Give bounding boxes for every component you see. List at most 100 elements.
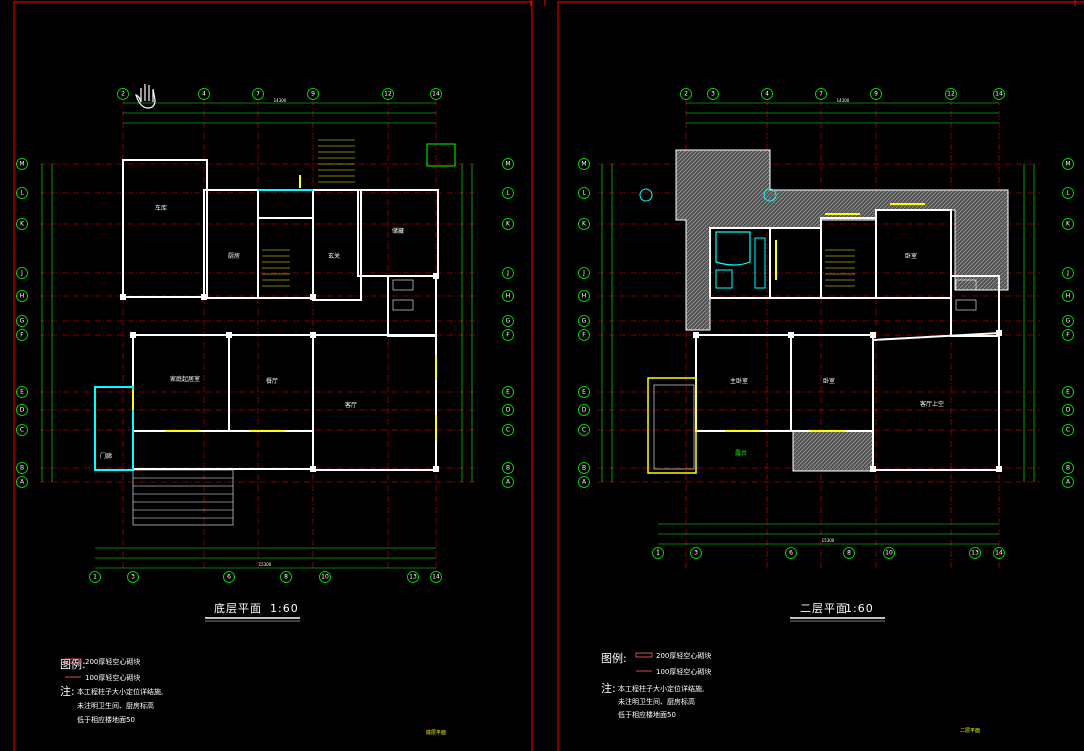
bottom-axis-0-label: 1 <box>656 550 660 557</box>
legend-item-200: 200厚轻空心砌块 <box>85 657 140 666</box>
left-axis-11-label: A <box>582 479 587 486</box>
left-axis-4-bubble <box>578 290 590 302</box>
right-axis-7-label: E <box>506 389 510 396</box>
bottom-axis-5-label: 13 <box>971 550 979 557</box>
bottom-axis-0-bubble <box>652 547 664 559</box>
right-axis-11-bubble <box>502 476 514 488</box>
right-axis-6-bubble <box>502 329 514 341</box>
left-axis-10-bubble <box>16 462 28 474</box>
top-axis-5-bubble <box>945 88 957 100</box>
legend-label-second: 图例: <box>601 651 627 665</box>
left-axis-2-label: K <box>20 221 25 228</box>
left-axis-8-bubble <box>578 404 590 416</box>
right-axis-11-label: A <box>1066 479 1071 486</box>
overall-dimension-top: 14300 <box>274 98 287 103</box>
left-axis-4-label: H <box>582 293 587 300</box>
right-axis-8-bubble <box>502 404 514 416</box>
note-line-2: 未注明卫生间、厨房标高 <box>77 701 154 710</box>
bottom-axis-6-label: 14 <box>995 550 1003 557</box>
bottom-axis-3-label: 8 <box>284 574 288 581</box>
room-label-void: 客厅上空 <box>920 400 944 408</box>
right-axis-3-label: J <box>1066 270 1069 277</box>
top-axis-4-bubble <box>870 88 882 100</box>
ground-floor-plan: 14300 15300 <box>40 84 480 570</box>
left-axis-3-bubble <box>578 267 590 279</box>
bottom-axis-2-bubble <box>785 547 797 559</box>
top-axis-4-label: 12 <box>384 91 392 98</box>
left-axis-9-label: C <box>20 427 24 434</box>
top-axis-5-bubble <box>430 88 442 100</box>
left-axis-9-bubble <box>578 424 590 436</box>
bottom-axis-3-label: 8 <box>847 550 851 557</box>
top-axis-2-label: 4 <box>765 91 769 98</box>
left-axis-10-bubble <box>578 462 590 474</box>
left-axis-6-label: F <box>20 332 24 339</box>
room-label-master: 主卧室 <box>730 377 748 385</box>
bottom-axis-2-bubble <box>223 571 235 583</box>
right-axis-11-label: A <box>506 479 511 486</box>
bottom-axis-4-bubble <box>883 547 895 559</box>
right-axis-1-bubble <box>502 187 514 199</box>
right-axis-3-bubble <box>502 267 514 279</box>
right-axis-4-label: H <box>506 293 511 300</box>
left-axis-6-bubble <box>578 329 590 341</box>
room-label-porch: 门廊 <box>100 452 112 460</box>
bottom-axis-0-bubble <box>89 571 101 583</box>
room-label-bedroom: 卧室 <box>823 377 835 385</box>
bottom-axis-3-bubble <box>280 571 292 583</box>
right-axis-10-label: B <box>506 465 510 472</box>
right-axis-9-bubble <box>1062 424 1074 436</box>
right-axis-11-bubble <box>1062 476 1074 488</box>
right-axis-7-label: E <box>1066 389 1070 396</box>
left-axis-2-bubble <box>578 218 590 230</box>
top-axis-1-bubble <box>198 88 210 100</box>
bottom-axis-4-bubble <box>319 571 331 583</box>
overall-dimension-top-2: 14300 <box>837 98 850 103</box>
right-axis-0-label: M <box>1065 161 1070 168</box>
right-axis-2-label: K <box>506 221 511 228</box>
bottom-axis-1-bubble <box>127 571 139 583</box>
left-axis-3-bubble <box>16 267 28 279</box>
left-axis-8-label: D <box>20 407 25 414</box>
left-axis-6-label: F <box>582 332 586 339</box>
room-label-storage: 储藏 <box>392 227 404 235</box>
legend-label-ground: 图例: <box>60 657 86 671</box>
room-label-terrace: 露台 <box>735 449 747 457</box>
right-axis-10-label: B <box>1066 465 1070 472</box>
bottom-axis-3-bubble <box>843 547 855 559</box>
left-axis-5-bubble <box>16 315 28 327</box>
grate-icon <box>426 143 456 167</box>
bottom-axis-1-label: 3 <box>694 550 698 557</box>
left-axis-5-bubble <box>578 315 590 327</box>
sheet-title-ground: 底层平面 <box>214 601 262 615</box>
pan-hand-icon[interactable] <box>135 84 156 109</box>
room-label-garage: 车库 <box>155 204 167 212</box>
note-line-1-2: 本工程柱子大小定位详结施, <box>618 684 704 693</box>
left-axis-11-label: A <box>20 479 25 486</box>
bottom-axis-5-bubble <box>407 571 419 583</box>
left-axis-9-bubble <box>16 424 28 436</box>
right-axis-2-bubble <box>1062 218 1074 230</box>
top-axis-2-label: 7 <box>256 91 260 98</box>
legend-item-200-2: 200厚轻空心砌块 <box>656 651 711 660</box>
right-axis-7-bubble <box>502 386 514 398</box>
right-axis-4-label: H <box>1066 293 1071 300</box>
legend-swatch-200 <box>64 658 82 664</box>
right-axis-5-bubble <box>1062 315 1074 327</box>
left-axis-1-bubble <box>16 187 28 199</box>
left-axis-5-label: G <box>20 318 25 325</box>
top-axis-0-label: 2 <box>684 91 688 98</box>
room-label-living: 客厅 <box>345 401 357 409</box>
room-label-bedroom-2: 卧室 <box>905 252 917 260</box>
top-axis-3-label: 9 <box>311 91 315 98</box>
top-axis-1-label: 4 <box>202 91 206 98</box>
bottom-axis-1-bubble <box>690 547 702 559</box>
left-axis-1-bubble <box>578 187 590 199</box>
left-axis-9-label: C <box>582 427 586 434</box>
right-axis-4-bubble <box>1062 290 1074 302</box>
room-label-family: 家庭起居室 <box>170 375 200 383</box>
right-axis-0-label: M <box>505 161 510 168</box>
note-line-3: 低于相应楼地面50 <box>77 715 135 724</box>
